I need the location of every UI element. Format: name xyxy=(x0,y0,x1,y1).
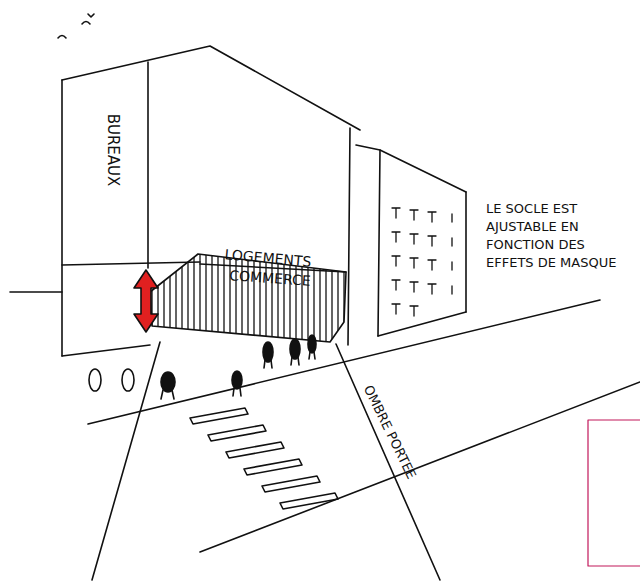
shadow-line xyxy=(92,342,160,580)
ground-line xyxy=(62,345,150,356)
person xyxy=(89,369,101,391)
building-edge xyxy=(147,62,149,268)
building-edge xyxy=(465,192,467,312)
bird xyxy=(58,36,66,39)
bird xyxy=(82,22,90,25)
frame-box xyxy=(588,420,640,566)
building-edge xyxy=(348,128,350,345)
crosswalk xyxy=(190,408,338,509)
person xyxy=(122,369,134,391)
building-edge xyxy=(61,80,63,356)
street-line xyxy=(10,291,62,293)
floor-use-label: BUREAUX xyxy=(105,114,120,187)
roof-line xyxy=(356,145,466,192)
adjust-arrow xyxy=(134,270,158,332)
ground-line xyxy=(378,312,466,336)
window-marks xyxy=(392,208,452,316)
socle-line xyxy=(62,262,200,265)
annotation-note: LE SOCLE EST AJUSTABLE EN FONCTION DES E… xyxy=(486,200,621,272)
building-edge xyxy=(378,150,380,336)
commerce-volume xyxy=(150,254,346,342)
street-edge xyxy=(200,382,640,552)
shadow-line xyxy=(336,344,440,580)
people xyxy=(161,335,316,399)
bird xyxy=(88,14,94,17)
